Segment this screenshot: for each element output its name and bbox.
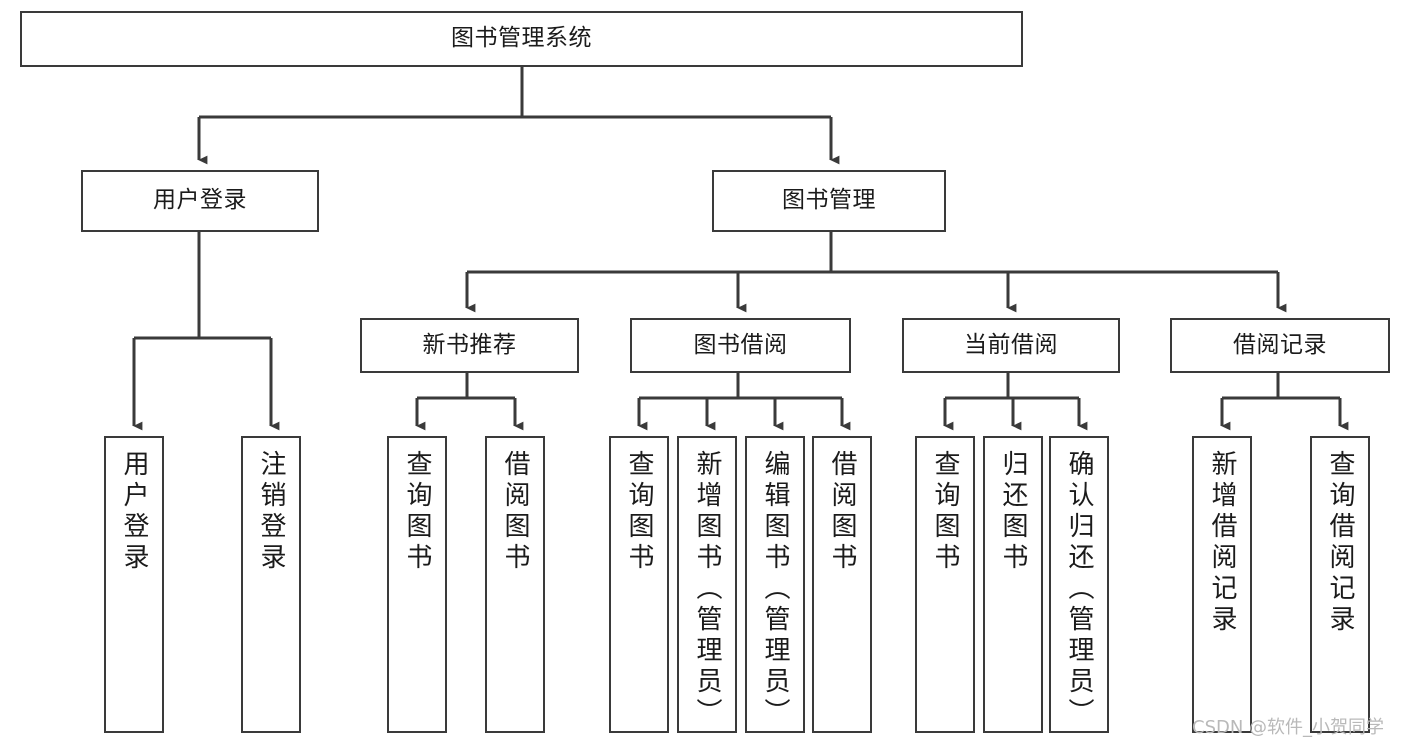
node-book-borrow[interactable]: 图书借阅 [630, 318, 851, 373]
csdn-watermark: CSDN @软件_小贺同学 [1192, 717, 1385, 738]
node-leaf-user-login-label: 用户登录 [119, 450, 149, 574]
node-leaf-return-book[interactable]: 归还图书 [983, 436, 1043, 733]
node-leaf-edit-book-label: 编辑图书（管理员） [760, 450, 790, 729]
node-leaf-confirm-return-label: 确认归还（管理员） [1064, 450, 1094, 729]
node-user-login-label: 用户登录 [153, 187, 247, 214]
node-leaf-borrow-book-2-label: 借阅图书 [827, 450, 857, 574]
node-current-borrow-label: 当前借阅 [964, 331, 1058, 358]
node-leaf-add-record[interactable]: 新增借阅记录 [1192, 436, 1252, 733]
node-book-mgmt[interactable]: 图书管理 [712, 170, 946, 232]
node-new-book-rec-label: 新书推荐 [422, 331, 517, 358]
node-leaf-return-book-label: 归还图书 [998, 450, 1028, 574]
node-user-login[interactable]: 用户登录 [81, 170, 319, 232]
node-leaf-add-record-label: 新增借阅记录 [1207, 450, 1237, 636]
node-leaf-query-record[interactable]: 查询借阅记录 [1310, 436, 1370, 733]
node-leaf-borrow-book-2[interactable]: 借阅图书 [812, 436, 872, 733]
node-leaf-query-book-3-label: 查询图书 [930, 450, 960, 574]
node-leaf-add-book-label: 新增图书（管理员） [692, 450, 722, 729]
node-book-mgmt-label: 图书管理 [782, 187, 876, 214]
node-borrow-record-label: 借阅记录 [1233, 331, 1327, 358]
node-new-book-rec[interactable]: 新书推荐 [360, 318, 579, 373]
node-leaf-query-book-1-label: 查询图书 [402, 450, 432, 574]
node-leaf-logout-label: 注销登录 [256, 450, 286, 574]
node-root-label: 图书管理系统 [451, 25, 592, 52]
node-leaf-logout[interactable]: 注销登录 [241, 436, 301, 733]
node-leaf-user-login[interactable]: 用户登录 [104, 436, 164, 733]
node-leaf-borrow-book-1[interactable]: 借阅图书 [485, 436, 545, 733]
node-root[interactable]: 图书管理系统 [20, 11, 1023, 67]
node-leaf-query-book-2-label: 查询图书 [624, 450, 654, 574]
node-current-borrow[interactable]: 当前借阅 [902, 318, 1120, 373]
node-leaf-query-book-1[interactable]: 查询图书 [387, 436, 447, 733]
node-leaf-query-book-2[interactable]: 查询图书 [609, 436, 669, 733]
node-leaf-add-book[interactable]: 新增图书（管理员） [677, 436, 737, 733]
node-leaf-borrow-book-1-label: 借阅图书 [500, 450, 530, 574]
node-leaf-confirm-return[interactable]: 确认归还（管理员） [1049, 436, 1109, 733]
node-leaf-query-record-label: 查询借阅记录 [1325, 450, 1355, 636]
node-leaf-query-book-3[interactable]: 查询图书 [915, 436, 975, 733]
node-borrow-record[interactable]: 借阅记录 [1170, 318, 1390, 373]
node-leaf-edit-book[interactable]: 编辑图书（管理员） [745, 436, 805, 733]
node-book-borrow-label: 图书借阅 [693, 331, 788, 358]
